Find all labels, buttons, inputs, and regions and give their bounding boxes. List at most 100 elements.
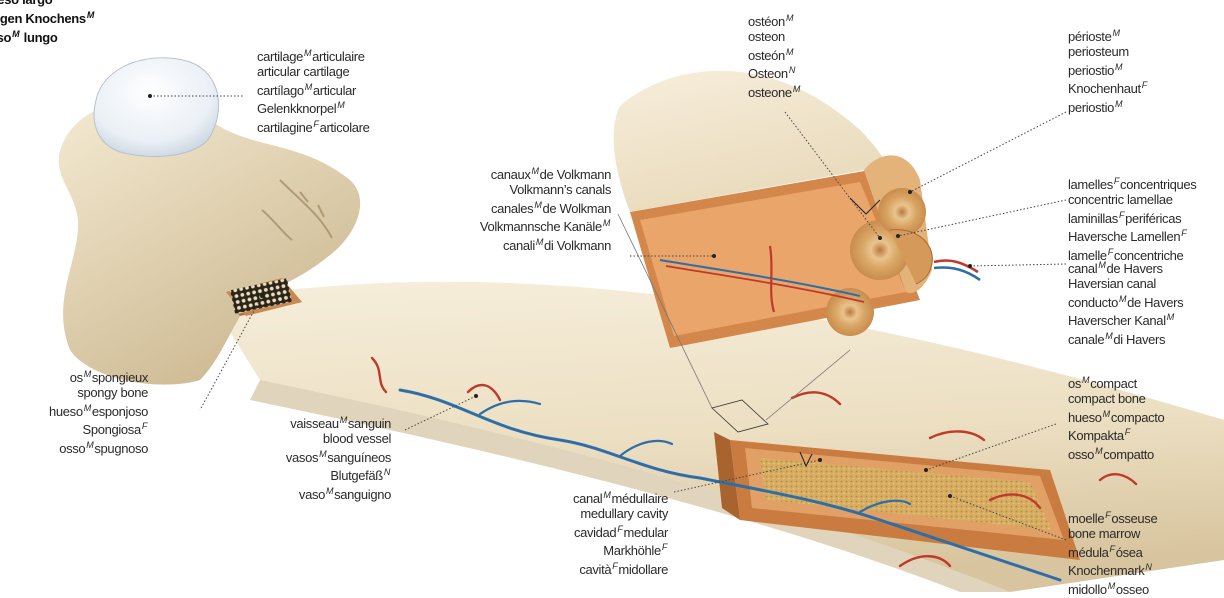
term-rest: midollare bbox=[618, 562, 668, 577]
term-word: moelle bbox=[1068, 511, 1104, 526]
gender-marker: M bbox=[786, 47, 793, 57]
gender-marker: M bbox=[1119, 294, 1126, 304]
term-line: langen KnochensM bbox=[0, 8, 95, 27]
term-word: os bbox=[1068, 376, 1081, 391]
term-rest: osseo bbox=[1116, 582, 1149, 597]
term-rest: de Havers bbox=[1127, 295, 1183, 310]
term-line: Volkmann’s canals bbox=[480, 183, 611, 198]
term-word: cavidad bbox=[574, 525, 616, 540]
term-line: GelenkknorpelM bbox=[257, 98, 370, 117]
term-word: hueso bbox=[49, 404, 83, 419]
label-blood-vessel: vaisseauMsanguinblood vesselvasosMsanguí… bbox=[286, 413, 391, 503]
gender-marker: M bbox=[532, 166, 539, 176]
term-line: midolloMosseo bbox=[1068, 579, 1157, 598]
gender-marker: M bbox=[1112, 28, 1119, 38]
term-word: concentric lamellae bbox=[1068, 192, 1173, 207]
term-word: canale bbox=[1068, 332, 1104, 347]
term-word: osso bbox=[59, 441, 85, 456]
term-word: os bbox=[70, 370, 83, 385]
gender-marker: F bbox=[1181, 228, 1186, 238]
term-line: periosteum bbox=[1068, 45, 1148, 60]
term-line: vaisseauMsanguin bbox=[286, 413, 391, 432]
gender-marker: F bbox=[612, 561, 617, 571]
term-word: Blutgefäß bbox=[330, 468, 383, 483]
label-articular-cartilage: cartilageMarticulairearticular cartilage… bbox=[257, 46, 370, 136]
term-word: bone marrow bbox=[1068, 526, 1140, 541]
term-rest: sanguin bbox=[348, 416, 391, 431]
term-word: canal bbox=[573, 491, 602, 506]
term-line: blood vessel bbox=[286, 432, 391, 447]
term-word: articular cartilage bbox=[257, 64, 349, 79]
gender-marker: M bbox=[1082, 375, 1089, 385]
term-rest: spugnoso bbox=[94, 441, 148, 456]
term-line: compact bone bbox=[1068, 392, 1164, 407]
gender-marker: M bbox=[1095, 446, 1102, 456]
term-word: cartílago bbox=[257, 83, 304, 98]
gender-marker: F bbox=[1125, 427, 1130, 437]
gender-marker: M bbox=[1115, 62, 1122, 72]
term-line: MarkhöhleF bbox=[573, 540, 668, 559]
term-line: osMspongieux bbox=[49, 367, 148, 386]
term-rest: osseuse bbox=[1111, 511, 1157, 526]
term-word: vasos bbox=[286, 450, 318, 465]
term-rest: compact bbox=[1090, 376, 1137, 391]
gender-marker: F bbox=[617, 524, 622, 534]
term-line: cavitàFmidollare bbox=[573, 559, 668, 578]
term-line: osteónM bbox=[748, 45, 801, 64]
gender-marker: F bbox=[1110, 544, 1115, 554]
term-line: Volkmannsche KanäleM bbox=[480, 216, 611, 235]
gender-marker: M bbox=[536, 237, 543, 247]
gender-marker: M bbox=[603, 490, 610, 500]
term-word: médula bbox=[1068, 545, 1109, 560]
term-word: canales bbox=[491, 201, 533, 216]
term-line: cartilageMarticulaire bbox=[257, 46, 370, 65]
term-word: Knochenmark bbox=[1068, 563, 1144, 578]
term-word: osteone bbox=[748, 85, 792, 100]
label-compact-bone: osMcompactcompact bonehuesoMcompactoKomp… bbox=[1068, 373, 1164, 463]
gender-marker: M bbox=[1115, 99, 1122, 109]
term-line: bone marrow bbox=[1068, 527, 1157, 542]
gender-marker: N bbox=[1145, 562, 1151, 572]
term-word: Osteon bbox=[748, 66, 788, 81]
term-line: ostéonM bbox=[748, 11, 801, 30]
term-line: osteoneM bbox=[748, 82, 801, 101]
gender-marker: M bbox=[84, 369, 91, 379]
gender-marker: F bbox=[1119, 210, 1124, 220]
term-line: cartilagineFarticolare bbox=[257, 117, 370, 136]
gender-marker: M bbox=[319, 449, 326, 459]
gender-marker: M bbox=[1105, 331, 1112, 341]
term-line: conductoMde Havers bbox=[1068, 292, 1183, 311]
term-rest: médullaire bbox=[612, 491, 668, 506]
term-line: canauxMde Volkmann bbox=[480, 164, 611, 183]
term-word: Haversian canal bbox=[1068, 276, 1156, 291]
term-word: Kompakta bbox=[1068, 428, 1124, 443]
term-line: Haversche LamellenF bbox=[1068, 226, 1196, 245]
term-word: midollo bbox=[1068, 582, 1107, 597]
osteon-zoom-cylinder bbox=[614, 71, 980, 348]
term-word: périoste bbox=[1068, 29, 1111, 44]
term-word: compact bone bbox=[1068, 391, 1145, 406]
term-rest: di Volkmann bbox=[544, 238, 611, 253]
term-line: canaleMdi Havers bbox=[1068, 329, 1183, 348]
term-word: langen Knochens bbox=[0, 11, 86, 26]
term-rest: articulaire bbox=[312, 49, 365, 64]
term-line: vasosMsanguíneos bbox=[286, 447, 391, 466]
term-line: spongy bone bbox=[49, 386, 148, 401]
term-word: Knochenhaut bbox=[1068, 81, 1141, 96]
term-line: periostioM bbox=[1068, 60, 1148, 79]
gender-marker: F bbox=[1114, 176, 1119, 186]
term-word: periostio bbox=[1068, 63, 1114, 78]
term-line: osteon bbox=[748, 30, 801, 45]
term-word: spongy bone bbox=[77, 385, 148, 400]
term-word: Volkmann’s canals bbox=[510, 182, 611, 197]
term-word: laminillas bbox=[1068, 211, 1118, 226]
gender-marker: M bbox=[326, 486, 333, 496]
term-word: cavità bbox=[579, 562, 611, 577]
label-volkmann-canals: canauxMde VolkmannVolkmann’s canals canal… bbox=[480, 164, 611, 254]
gender-marker: M bbox=[1098, 260, 1105, 270]
